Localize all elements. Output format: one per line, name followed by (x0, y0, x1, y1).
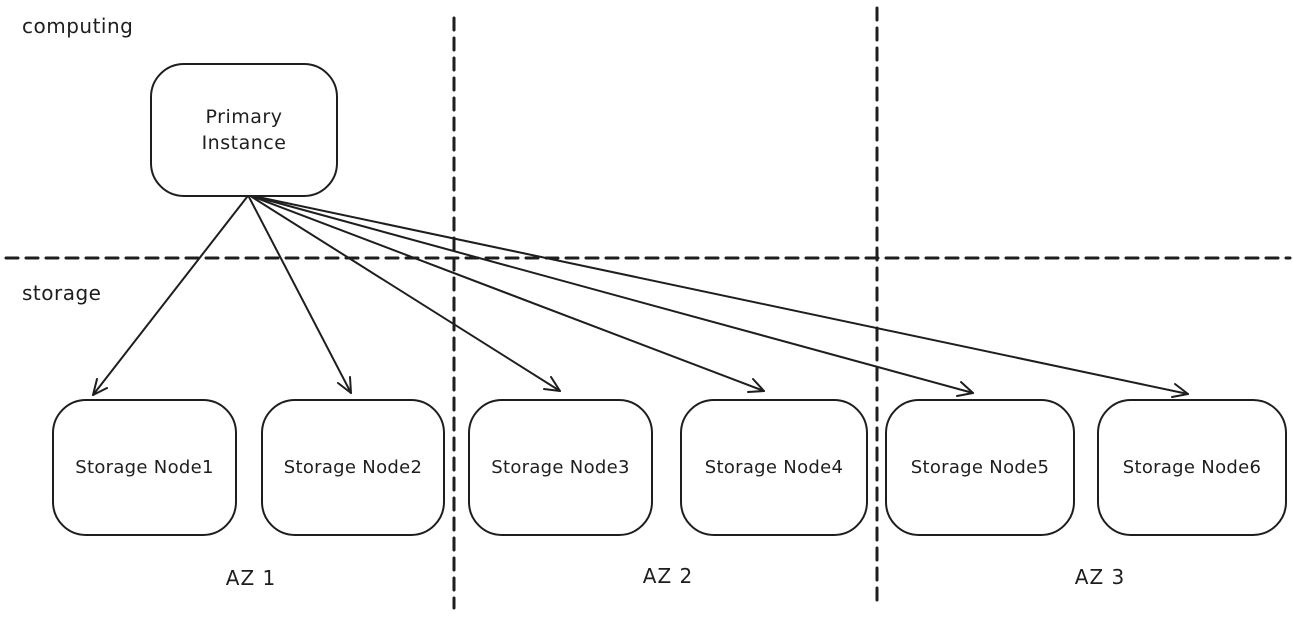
arrowhead-icon (337, 376, 352, 394)
storage-node-2-label: Storage Node2 (283, 457, 423, 478)
storage-region-label: storage (22, 281, 102, 305)
primary-instance-node: Primary Instance (150, 63, 338, 197)
primary-instance-label-line2: Instance (201, 132, 287, 154)
arrowhead-icon (543, 376, 561, 392)
arrowhead-icon (956, 381, 974, 397)
storage-node-2: Storage Node2 (261, 399, 445, 536)
arrowhead-icon (92, 378, 108, 396)
edge-primary-to-storage-node6 (257, 196, 1189, 398)
primary-instance-label-line1: Primary (205, 106, 283, 128)
storage-node-3-label: Storage Node3 (491, 457, 630, 478)
edge-primary-to-storage-node3 (251, 196, 561, 392)
storage-node-6-label: Storage Node6 (1122, 457, 1262, 478)
storage-node-4-label: Storage Node4 (704, 457, 844, 478)
az3-label: AZ 3 (1074, 565, 1126, 589)
storage-node-4: Storage Node4 (680, 399, 868, 536)
az2-label: AZ 2 (642, 564, 694, 588)
storage-node-5-label: Storage Node5 (910, 457, 1050, 478)
storage-node-1-label: Storage Node1 (75, 457, 214, 478)
storage-node-3: Storage Node3 (468, 399, 653, 536)
primary-instance-label: Primary Instance (202, 104, 287, 156)
edge-primary-to-storage-node1 (92, 196, 248, 396)
edge-primary-to-storage-node5 (255, 196, 974, 397)
storage-node-1: Storage Node1 (52, 399, 237, 536)
az1-label: AZ 1 (225, 566, 277, 590)
edge-primary-to-storage-node2 (248, 196, 352, 394)
edge-primary-to-storage-node4 (253, 196, 765, 393)
storage-node-5: Storage Node5 (885, 399, 1075, 536)
arrowhead-icon (1171, 383, 1189, 398)
computing-region-label: computing (22, 14, 134, 38)
arrowhead-icon (747, 378, 765, 393)
storage-node-6: Storage Node6 (1097, 399, 1287, 536)
